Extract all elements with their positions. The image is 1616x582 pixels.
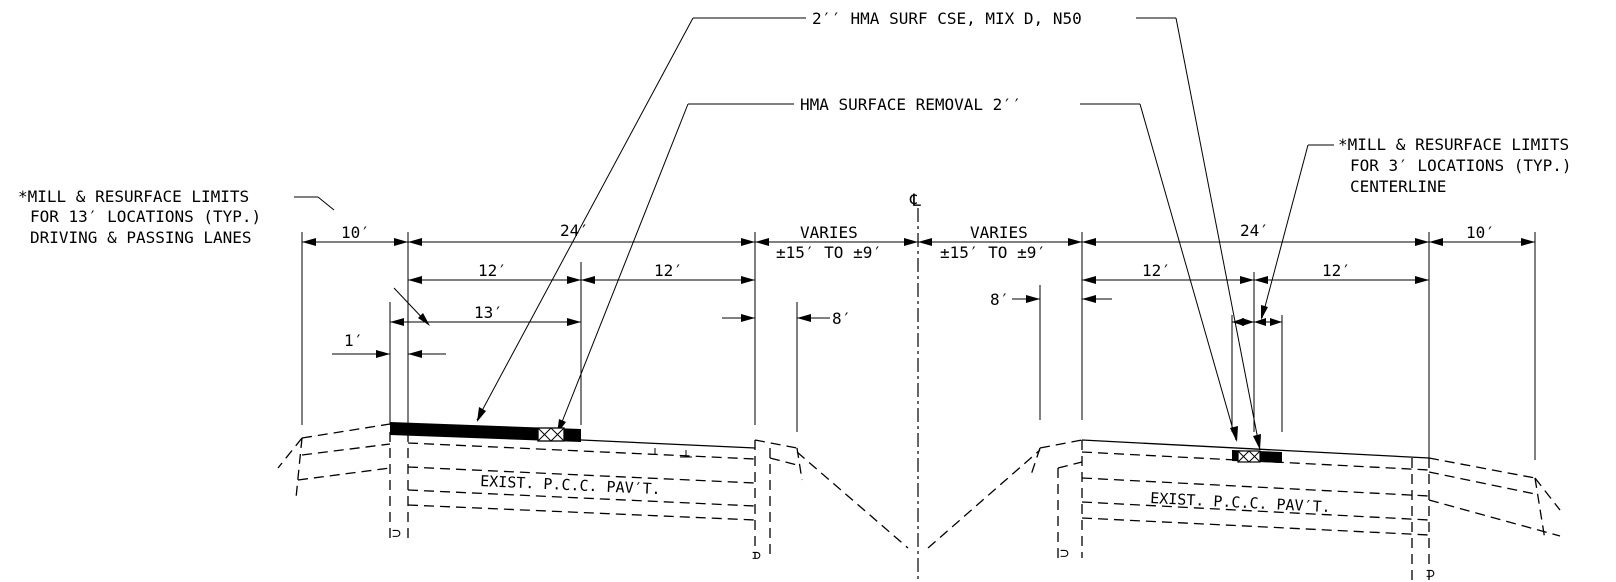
- callout-limits-3-line3: CENTERLINE: [1350, 177, 1446, 196]
- dim-left-lane-1: 12′: [478, 261, 507, 280]
- callout-surface-removal: HMA SURFACE REMOVAL 2′′: [800, 95, 1022, 114]
- dim-left-median-top: VARIES: [800, 223, 858, 242]
- extension-lines: [301, 232, 1536, 460]
- callout-limits-13-line3: DRIVING & PASSING LANES: [30, 228, 252, 247]
- curb-symbol-right: ⊃: [1060, 544, 1069, 562]
- left-roadway: ⊃ ⊃ EXIST. P.C.C. PAV′T.: [277, 422, 909, 564]
- curb-symbol-left-2: ⊃: [752, 546, 761, 564]
- right-roadway: ⊃ ⊃ EXIST. P.C.C. PAV′T.: [927, 439, 1561, 582]
- dimension-row-lanes: 12′ 12′ 12′ 12′: [408, 261, 1429, 284]
- callout-limits-3-line2: FOR 3′ LOCATIONS (TYP.): [1350, 156, 1572, 175]
- dim-left-shoulder: 10′: [341, 223, 370, 242]
- dim-left-pavement: 24′: [560, 221, 589, 240]
- dim-right-lane-2: 12′: [1322, 261, 1351, 280]
- dim-right-lane-1: 12′: [1142, 261, 1171, 280]
- dim-left-8: 8′: [832, 309, 851, 328]
- dim-left-median-bottom: ±15′ TO ±9′: [776, 243, 882, 262]
- callout-surf-course: 2′′ HMA SURF CSE, MIX D, N50: [812, 9, 1082, 28]
- curb-symbol-left: ⊃: [392, 524, 401, 542]
- callout-limits-3-line1: *MILL & RESURFACE LIMITS: [1338, 135, 1569, 154]
- dim-right-median-bottom: ±15′ TO ±9′: [940, 243, 1046, 262]
- dim-left-lane-2: 12′: [654, 261, 683, 280]
- dimension-row-top: 10′ 24′ VARIES ±15′ TO ±9′ VARIES ±15′ T…: [302, 221, 1535, 262]
- dim-right-median-top: VARIES: [970, 223, 1028, 242]
- callouts: 2′′ HMA SURF CSE, MIX D, N50 HMA SURFACE…: [18, 9, 1572, 451]
- dimension-details: 13′ 1′ 8′ 8′: [332, 290, 1282, 358]
- curb-symbol-right-2: ⊃: [1426, 564, 1435, 582]
- dim-mill-13: 13′: [474, 303, 503, 322]
- centerline-symbol: ℄: [909, 191, 921, 211]
- dim-offset-1: 1′: [344, 331, 363, 350]
- pavement-label-right: EXIST. P.C.C. PAV′T.: [1150, 489, 1331, 516]
- dim-right-pavement: 24′: [1240, 221, 1269, 240]
- dim-right-shoulder: 10′: [1466, 223, 1495, 242]
- dim-right-8: 8′: [990, 290, 1009, 309]
- centerline: ℄: [909, 191, 921, 580]
- callout-limits-13-line2: FOR 13′ LOCATIONS (TYP.): [30, 207, 261, 226]
- callout-limits-13-line1: *MILL & RESURFACE LIMITS: [18, 187, 249, 206]
